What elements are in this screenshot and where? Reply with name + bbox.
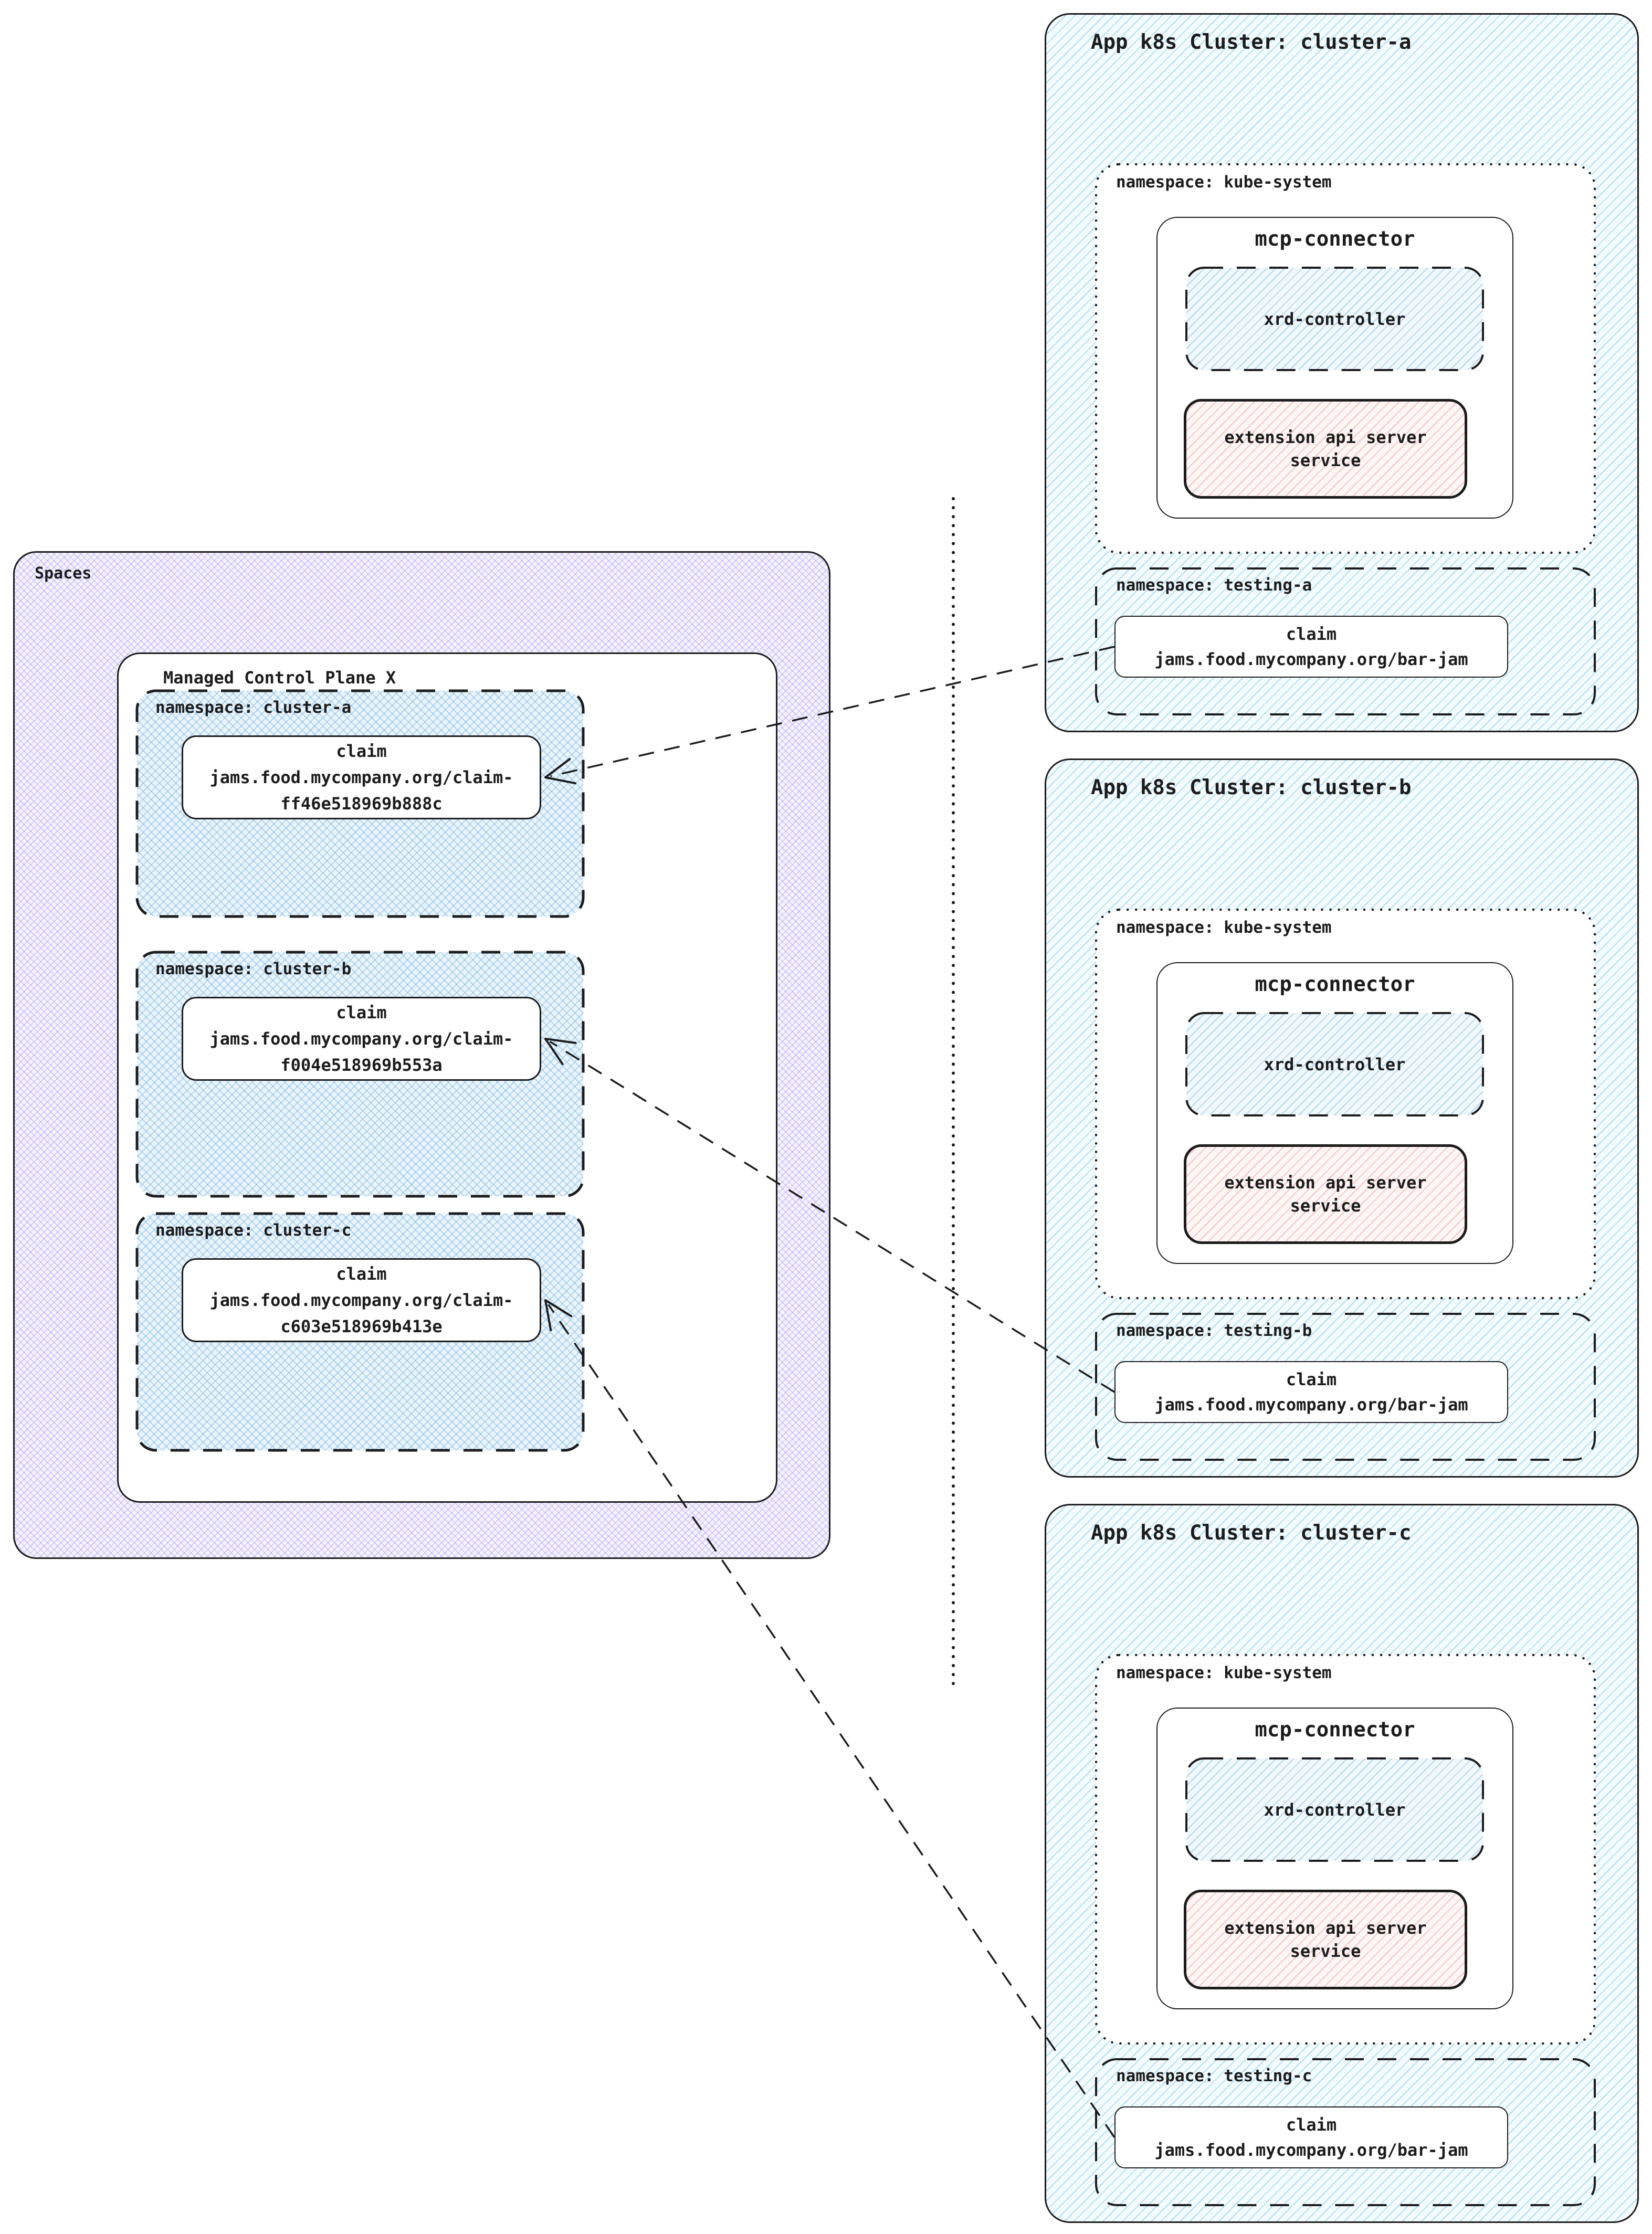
mcp-connector-title: mcp-connector [1255,227,1415,251]
xrd-controller-label: xrd-controller [1264,1799,1406,1820]
mcp-connector-title: mcp-connector [1255,973,1415,996]
claim-cluster-b: claim jams.food.mycompany.org/claim- f00… [182,997,541,1081]
extension-api-line: extension api server [1224,1173,1427,1193]
kube-system-namespace-label: namespace: kube-system [1116,1663,1332,1682]
claim-bar-jam-b: claim jams.food.mycompany.org/bar-jam [1114,1361,1508,1423]
claim-line: claim [1286,1369,1337,1389]
claim-line: claim [1286,2115,1337,2135]
app-cluster-b-box: App k8s Cluster: cluster-b namespace: ku… [1045,758,1639,1478]
xrd-controller-box: xrd-controller [1186,1758,1483,1861]
app-cluster-a-title: App k8s Cluster: cluster-a [1091,30,1412,54]
claim-line: jams.food.mycompany.org/bar-jam [1154,1395,1468,1415]
namespace-cluster-a-label: namespace: cluster-a [155,698,352,717]
claim-line: claim [336,1003,387,1023]
claim-cluster-c: claim jams.food.mycompany.org/claim- c60… [182,1258,541,1342]
xrd-controller-box: xrd-controller [1186,268,1483,370]
testing-c-namespace-box: namespace: testing-c claim jams.food.myc… [1096,2059,1595,2205]
claim-bar-jam-c: claim jams.food.mycompany.org/bar-jam [1114,2106,1508,2168]
testing-b-namespace-label: namespace: testing-b [1116,1321,1312,1340]
mcp-connector-box: mcp-connector xrd-controller extension a… [1156,962,1513,1264]
extension-api-server-box: extension api server service [1184,1144,1467,1244]
claim-line: claim [336,1264,387,1284]
kube-system-namespace-label: namespace: kube-system [1116,918,1332,937]
xrd-controller-label: xrd-controller [1264,1054,1406,1074]
claim-line: c603e518969b413e [280,1316,443,1336]
claim-line: jams.food.mycompany.org/bar-jam [1154,649,1468,669]
namespace-cluster-c-label: namespace: cluster-c [155,1221,352,1240]
extension-api-server-box: extension api server service [1184,1890,1467,1989]
claim-line: claim [336,741,387,761]
claim-line: jams.food.mycompany.org/bar-jam [1154,2140,1468,2160]
app-cluster-b-title: App k8s Cluster: cluster-b [1091,776,1412,799]
divider-dotted-line [952,499,955,1690]
extension-api-line: service [1290,1941,1361,1961]
claim-line: jams.food.mycompany.org/claim- [209,1029,513,1049]
claim-line: f004e518969b553a [280,1055,443,1075]
testing-b-namespace-box: namespace: testing-b claim jams.food.myc… [1096,1314,1595,1460]
kube-system-namespace-label: namespace: kube-system [1116,173,1332,192]
kube-system-namespace-box: namespace: kube-system mcp-connector xrd… [1096,164,1595,553]
managed-control-plane-title: Managed Control Plane X [163,668,396,688]
xrd-controller-box: xrd-controller [1186,1013,1483,1115]
extension-api-line: extension api server [1224,427,1427,447]
extension-api-server-box: extension api server service [1184,399,1467,499]
mcp-connector-box: mcp-connector xrd-controller extension a… [1156,1708,1513,2009]
namespace-cluster-a-box: namespace: cluster-a claim jams.food.myc… [137,691,583,916]
extension-api-line: service [1290,450,1361,470]
spaces-box: Spaces Managed Control Plane X namespace… [13,551,830,1559]
claim-bar-jam-a: claim jams.food.mycompany.org/bar-jam [1114,616,1508,678]
testing-a-namespace-box: namespace: testing-a claim jams.food.myc… [1096,568,1595,714]
claim-line: jams.food.mycompany.org/claim- [209,767,513,787]
namespace-cluster-b-box: namespace: cluster-b claim jams.food.myc… [137,952,583,1196]
app-cluster-a-box: App k8s Cluster: cluster-a namespace: ku… [1045,13,1639,732]
xrd-controller-label: xrd-controller [1264,309,1406,329]
testing-c-namespace-label: namespace: testing-c [1116,2067,1312,2085]
spaces-title: Spaces [35,564,92,583]
mcp-connector-box: mcp-connector xrd-controller extension a… [1156,217,1513,519]
managed-control-plane-box: Managed Control Plane X namespace: clust… [117,652,777,1503]
testing-a-namespace-label: namespace: testing-a [1116,576,1312,595]
claim-line: ff46e518969b888c [280,794,443,814]
namespace-cluster-b-label: namespace: cluster-b [155,960,352,978]
kube-system-namespace-box: namespace: kube-system mcp-connector xrd… [1096,910,1595,1298]
extension-api-line: service [1290,1196,1361,1216]
namespace-cluster-c-box: namespace: cluster-c claim jams.food.myc… [137,1214,583,1450]
claim-line: jams.food.mycompany.org/claim- [209,1290,513,1310]
app-cluster-c-title: App k8s Cluster: cluster-c [1091,1521,1412,1545]
claim-cluster-a: claim jams.food.mycompany.org/claim- ff4… [182,735,541,819]
mcp-connector-title: mcp-connector [1255,1718,1415,1742]
app-cluster-c-box: App k8s Cluster: cluster-c namespace: ku… [1045,1504,1639,2223]
claim-line: claim [1286,624,1337,644]
extension-api-line: extension api server [1224,1918,1427,1938]
kube-system-namespace-box: namespace: kube-system mcp-connector xrd… [1096,1655,1595,2043]
